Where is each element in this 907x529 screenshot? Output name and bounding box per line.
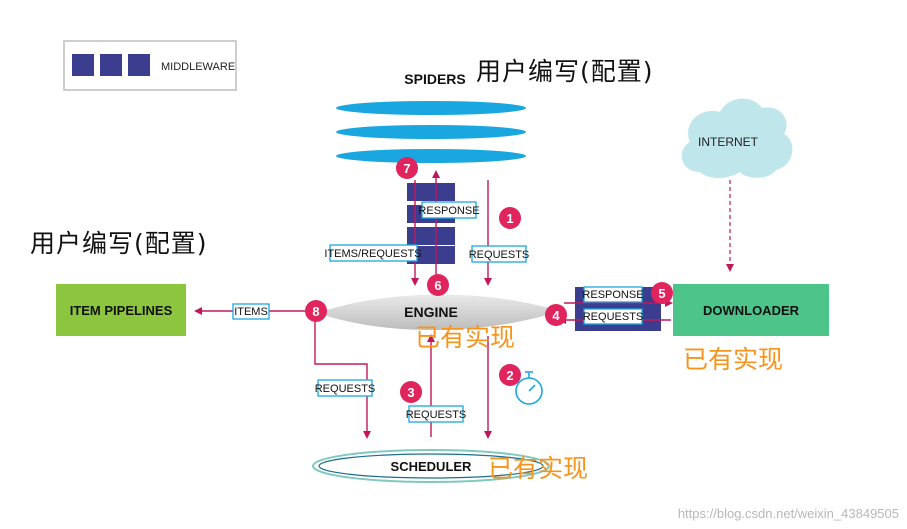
middleware-swatch-icon <box>72 54 94 76</box>
step-badge-4: 4 <box>552 308 560 323</box>
middleware-swatch-icon <box>128 54 150 76</box>
scheduler-node: SCHEDULER <box>312 449 550 483</box>
watermark-url: https://blog.csdn.net/weixin_43849505 <box>677 506 899 521</box>
downloader-label: DOWNLOADER <box>703 303 800 318</box>
step-badge-3: 3 <box>407 385 414 400</box>
requests-label-downloader: REQUESTS <box>583 311 644 323</box>
engine-label: ENGINE <box>404 304 458 320</box>
step-badge-5: 5 <box>658 286 665 301</box>
pipelines-annotation: 用户编写(配置) <box>30 229 208 258</box>
internet-label: INTERNET <box>698 135 759 149</box>
requests-label-scheduler: REQUESTS <box>315 383 376 395</box>
engine-node: ENGINE <box>318 294 560 330</box>
step-badges: 1 2 3 4 5 6 7 8 <box>305 157 673 403</box>
internet-cloud: INTERNET <box>681 98 793 178</box>
step-badge-1: 1 <box>506 211 513 226</box>
spiders-disc <box>336 125 526 139</box>
downloader-annotation: 已有实现 <box>683 345 784 374</box>
flow-labels: REQUESTS RESPONSE ITEMS/REQUESTS RESPONS… <box>232 201 644 423</box>
spiders-label: SPIDERS <box>404 71 465 87</box>
item-pipelines-label: ITEM PIPELINES <box>70 303 173 318</box>
middleware-swatch-icon <box>100 54 122 76</box>
spiders-disc <box>336 101 526 115</box>
step-badge-8: 8 <box>312 304 319 319</box>
scheduler-annotation: 已有实现 <box>488 454 589 483</box>
requests-label-3: REQUESTS <box>406 409 467 421</box>
spiders-disc <box>336 149 526 163</box>
scheduler-label: SCHEDULER <box>391 459 473 474</box>
arrow-requests-to-scheduler <box>314 315 371 439</box>
response-label-downloader: RESPONSE <box>582 289 643 301</box>
engine-annotation: 已有实现 <box>415 323 516 352</box>
step-badge-2: 2 <box>506 368 513 383</box>
step-badge-7: 7 <box>403 161 410 176</box>
items-label: ITEMS <box>234 306 268 318</box>
downloader-node: DOWNLOADER <box>673 284 829 336</box>
items-requests-label: ITEMS/REQUESTS <box>324 248 421 260</box>
spiders-node: SPIDERS <box>336 71 526 163</box>
item-pipelines-node: ITEM PIPELINES <box>56 284 186 336</box>
stopwatch-icon <box>515 371 543 405</box>
step-badge-6: 6 <box>434 278 441 293</box>
legend: MIDDLEWARE <box>63 40 237 91</box>
requests-label-1: REQUESTS <box>469 249 530 261</box>
legend-label: MIDDLEWARE <box>161 61 235 73</box>
response-label-spider: RESPONSE <box>418 205 479 217</box>
spiders-annotation: 用户编写(配置) <box>476 57 654 86</box>
